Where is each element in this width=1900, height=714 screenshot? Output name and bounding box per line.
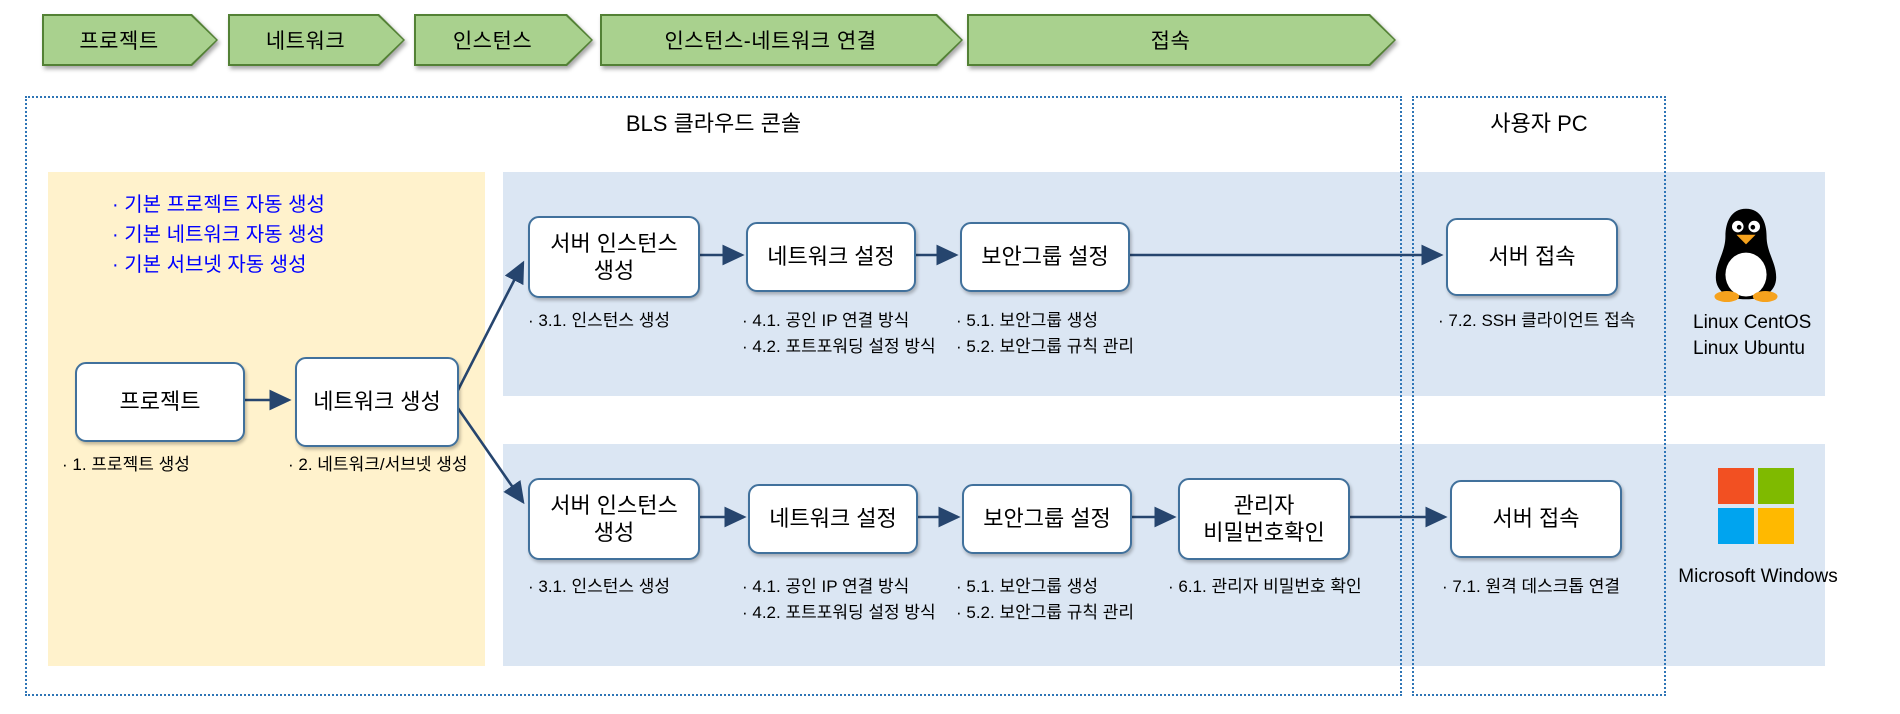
chevron-arrow-fill bbox=[416, 16, 591, 64]
chevron-arrow-fill bbox=[230, 16, 403, 64]
linux-network-caption-1: · 4.1. 공인 IP 연결 방식 bbox=[742, 311, 910, 330]
windows-security-group-node: 보안그룹 설정 bbox=[962, 484, 1132, 554]
project-node-caption: · 1. 프로젝트 생성 bbox=[62, 455, 190, 474]
linux-instance-caption: · 3.1. 인스턴스 생성 bbox=[528, 311, 671, 330]
windows-security-caption-2: · 5.2. 보안그룹 규칙 관리 bbox=[956, 603, 1135, 622]
step-label: 네트워크 bbox=[265, 30, 346, 53]
project-node: 프로젝트 bbox=[75, 362, 245, 442]
step-label: 인스턴스-네트워크 연결 bbox=[664, 30, 877, 53]
linux-instance-node: 서버 인스턴스 생성 bbox=[528, 216, 700, 298]
linux-network-caption-2: · 4.2. 포트포워딩 설정 방식 bbox=[742, 337, 936, 356]
windows-admin-password-caption: · 6.1. 관리자 비밀번호 확인 bbox=[1168, 577, 1362, 596]
auto-creation-notes: · 기본 프로젝트 자동 생성 · 기본 네트워크 자동 생성 · 기본 서브넷… bbox=[112, 190, 325, 280]
chevron-arrow-fill bbox=[602, 16, 961, 64]
windows-instance-caption: · 3.1. 인스턴스 생성 bbox=[528, 577, 671, 596]
windows-network-config-node: 네트워크 설정 bbox=[748, 484, 918, 554]
linux-network-config-node: 네트워크 설정 bbox=[746, 222, 916, 292]
console-region: BLS 클라우드 콘솔 bbox=[25, 96, 1402, 696]
windows-instance-node: 서버 인스턴스 생성 bbox=[528, 478, 700, 560]
windows-logo-icon bbox=[1716, 466, 1796, 546]
network-create-node-caption: · 2. 네트워크/서브넷 생성 bbox=[288, 455, 468, 474]
note-item: · 기본 네트워크 자동 생성 bbox=[112, 224, 325, 246]
windows-network-caption-2: · 4.2. 포트포워딩 설정 방식 bbox=[742, 603, 936, 622]
console-region-title: BLS 클라우드 콘솔 bbox=[625, 111, 802, 136]
linux-penguin-icon bbox=[1702, 206, 1790, 302]
chevron-arrow-fill bbox=[44, 16, 216, 64]
linux-os-labels: Linux CentOS Linux Ubuntu bbox=[1693, 310, 1811, 362]
note-item: · 기본 프로젝트 자동 생성 bbox=[112, 194, 325, 216]
linux-security-caption-1: · 5.1. 보안그룹 생성 bbox=[956, 311, 1099, 330]
windows-access-caption: · 7.1. 원격 데스크톱 연결 bbox=[1442, 577, 1621, 596]
windows-server-access-node: 서버 접속 bbox=[1450, 480, 1622, 558]
step-instance-network-link: 인스턴스-네트워크 연결 bbox=[600, 14, 963, 66]
linux-security-group-node: 보안그룹 설정 bbox=[960, 222, 1130, 292]
linux-centos-label: Linux CentOS bbox=[1693, 312, 1812, 333]
windows-network-caption-1: · 4.1. 공인 IP 연결 방식 bbox=[742, 577, 910, 596]
linux-ubuntu-label: Linux Ubuntu bbox=[1693, 338, 1805, 359]
microsoft-windows-label: Microsoft Windows bbox=[1678, 566, 1838, 587]
step-label: 접속 bbox=[1150, 30, 1191, 53]
linux-security-caption-2: · 5.2. 보안그룹 규칙 관리 bbox=[956, 337, 1135, 356]
windows-security-caption-1: · 5.1. 보안그룹 생성 bbox=[956, 577, 1099, 596]
step-label: 인스턴스 bbox=[452, 30, 533, 53]
network-create-node: 네트워크 생성 bbox=[295, 357, 459, 447]
linux-access-caption: · 7.2. SSH 클라이언트 접속 bbox=[1438, 311, 1636, 330]
windows-admin-password-node: 관리자 비밀번호확인 bbox=[1178, 478, 1350, 560]
step-instance: 인스턴스 bbox=[414, 14, 593, 66]
step-access: 접속 bbox=[967, 14, 1396, 66]
note-item: · 기본 서브넷 자동 생성 bbox=[112, 254, 307, 276]
linux-server-access-node: 서버 접속 bbox=[1446, 218, 1618, 296]
step-network: 네트워크 bbox=[228, 14, 405, 66]
user-pc-region-title: 사용자 PC bbox=[1490, 111, 1588, 136]
step-label: 프로젝트 bbox=[79, 30, 159, 53]
chevron-arrow-fill bbox=[969, 16, 1394, 64]
user-pc-region: 사용자 PC bbox=[1412, 96, 1666, 696]
step-project: 프로젝트 bbox=[42, 14, 218, 66]
